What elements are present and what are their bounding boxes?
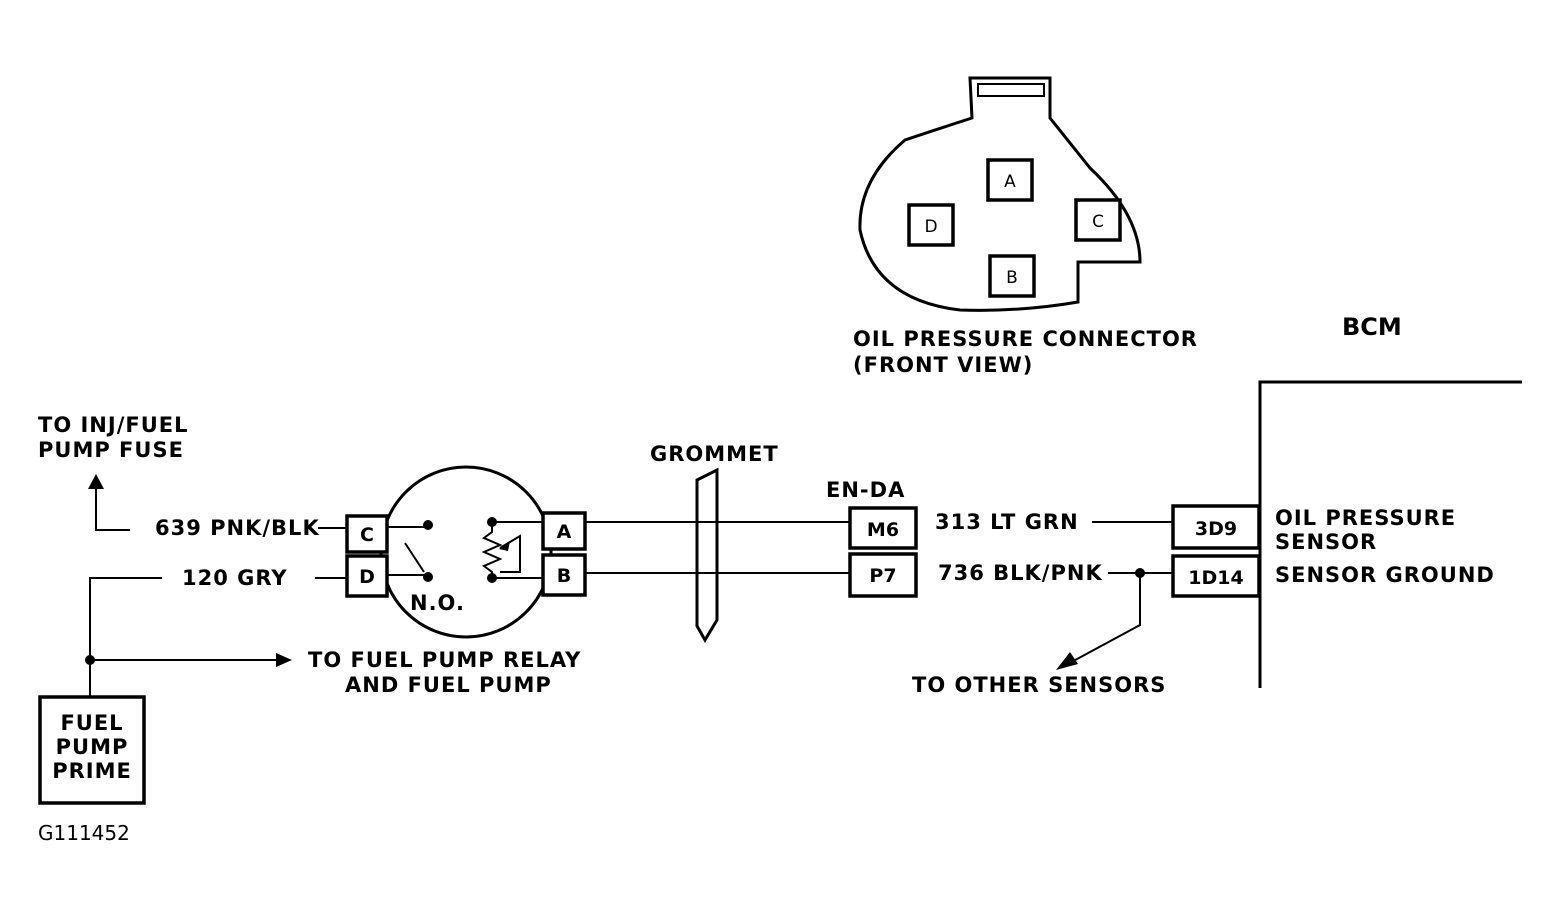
svg-text:D: D bbox=[924, 217, 937, 237]
svg-text:A: A bbox=[1004, 172, 1016, 192]
grommet-label: GROMMET bbox=[650, 442, 779, 466]
variable-resistor-icon bbox=[481, 522, 503, 578]
wire-120-label: 120 GRY bbox=[182, 566, 288, 590]
svg-text:C: C bbox=[1092, 212, 1104, 232]
prime-box-line2: PUMP bbox=[56, 735, 129, 759]
relay-ref-label: TO FUEL PUMP RELAY bbox=[308, 648, 581, 672]
bcm-pin-1d14: 1D14 bbox=[1188, 567, 1243, 589]
switch-pin-d: D bbox=[359, 566, 375, 588]
connector-title: OIL PRESSURE CONNECTOR bbox=[853, 327, 1198, 351]
oil-pressure-switch: C D A B N.O. bbox=[345, 465, 587, 639]
switch-state-label: N.O. bbox=[410, 591, 465, 615]
switch-pin-b: B bbox=[557, 565, 571, 587]
bcm-pin-3d9: 3D9 bbox=[1195, 518, 1237, 540]
bcm-label: BCM bbox=[1342, 313, 1402, 341]
wire-313-label: 313 LT GRN bbox=[935, 510, 1079, 534]
relay-ref-label-2: AND FUEL PUMP bbox=[345, 673, 552, 697]
other-sensors-label: TO OTHER SENSORS bbox=[912, 673, 1166, 697]
wire-to-fuse bbox=[95, 488, 130, 531]
grommet: GROMMET bbox=[650, 442, 779, 643]
connector-pin-b: B bbox=[988, 254, 1036, 298]
other-sensors-wire bbox=[1065, 573, 1141, 666]
connector-pin-a: A bbox=[986, 158, 1034, 202]
switch-pin-a: A bbox=[557, 521, 572, 543]
other-sensors-arrow-icon bbox=[1056, 652, 1078, 670]
bcm-module: BCM 3D9 1D14 OIL PRESSURE SENSOR SENSOR … bbox=[1171, 313, 1522, 688]
wire-120-left bbox=[89, 577, 162, 697]
wire-639-label: 639 PNK/BLK bbox=[155, 516, 320, 540]
fuel-pump-prime-box: FUEL PUMP PRIME bbox=[38, 695, 146, 805]
connector-pin-c: C bbox=[1074, 198, 1122, 242]
oil-pressure-connector: A D C B OIL PRESSURE CONNECTOR (FRONT VI… bbox=[853, 76, 1198, 377]
fuse-arrow-icon bbox=[88, 474, 104, 489]
fuse-ref-label: TO INJ/FUEL bbox=[38, 413, 188, 437]
prime-box-line3: PRIME bbox=[52, 759, 132, 783]
en-da-pin-m6: M6 bbox=[867, 519, 899, 541]
connector-pin-d: D bbox=[907, 203, 955, 247]
bcm-pin-3d9-box bbox=[1171, 504, 1261, 550]
svg-text:B: B bbox=[1006, 268, 1018, 288]
connector-subtitle: (FRONT VIEW) bbox=[853, 353, 1033, 377]
en-da-pin-p7: P7 bbox=[869, 565, 896, 587]
en-da-connector: EN-DA M6 P7 bbox=[826, 478, 918, 598]
bcm-pin-1d14-box bbox=[1171, 554, 1261, 598]
connector-latch bbox=[977, 83, 1045, 97]
prime-box-line1: FUEL bbox=[60, 711, 123, 735]
oil-pressure-sensor-label-2: SENSOR bbox=[1275, 530, 1377, 554]
sensor-ground-label: SENSOR GROUND bbox=[1275, 563, 1495, 587]
fuse-ref-label-2: PUMP FUSE bbox=[38, 438, 184, 462]
oil-pressure-sensor-label: OIL PRESSURE bbox=[1275, 506, 1456, 530]
switch-pin-c: C bbox=[360, 524, 374, 546]
en-da-label: EN-DA bbox=[826, 478, 905, 502]
relay-arrow-icon bbox=[276, 653, 292, 667]
switch-contact-blade bbox=[404, 542, 425, 573]
wire-736-label: 736 BLK/PNK bbox=[938, 561, 1103, 585]
figure-id: G111452 bbox=[38, 821, 130, 845]
